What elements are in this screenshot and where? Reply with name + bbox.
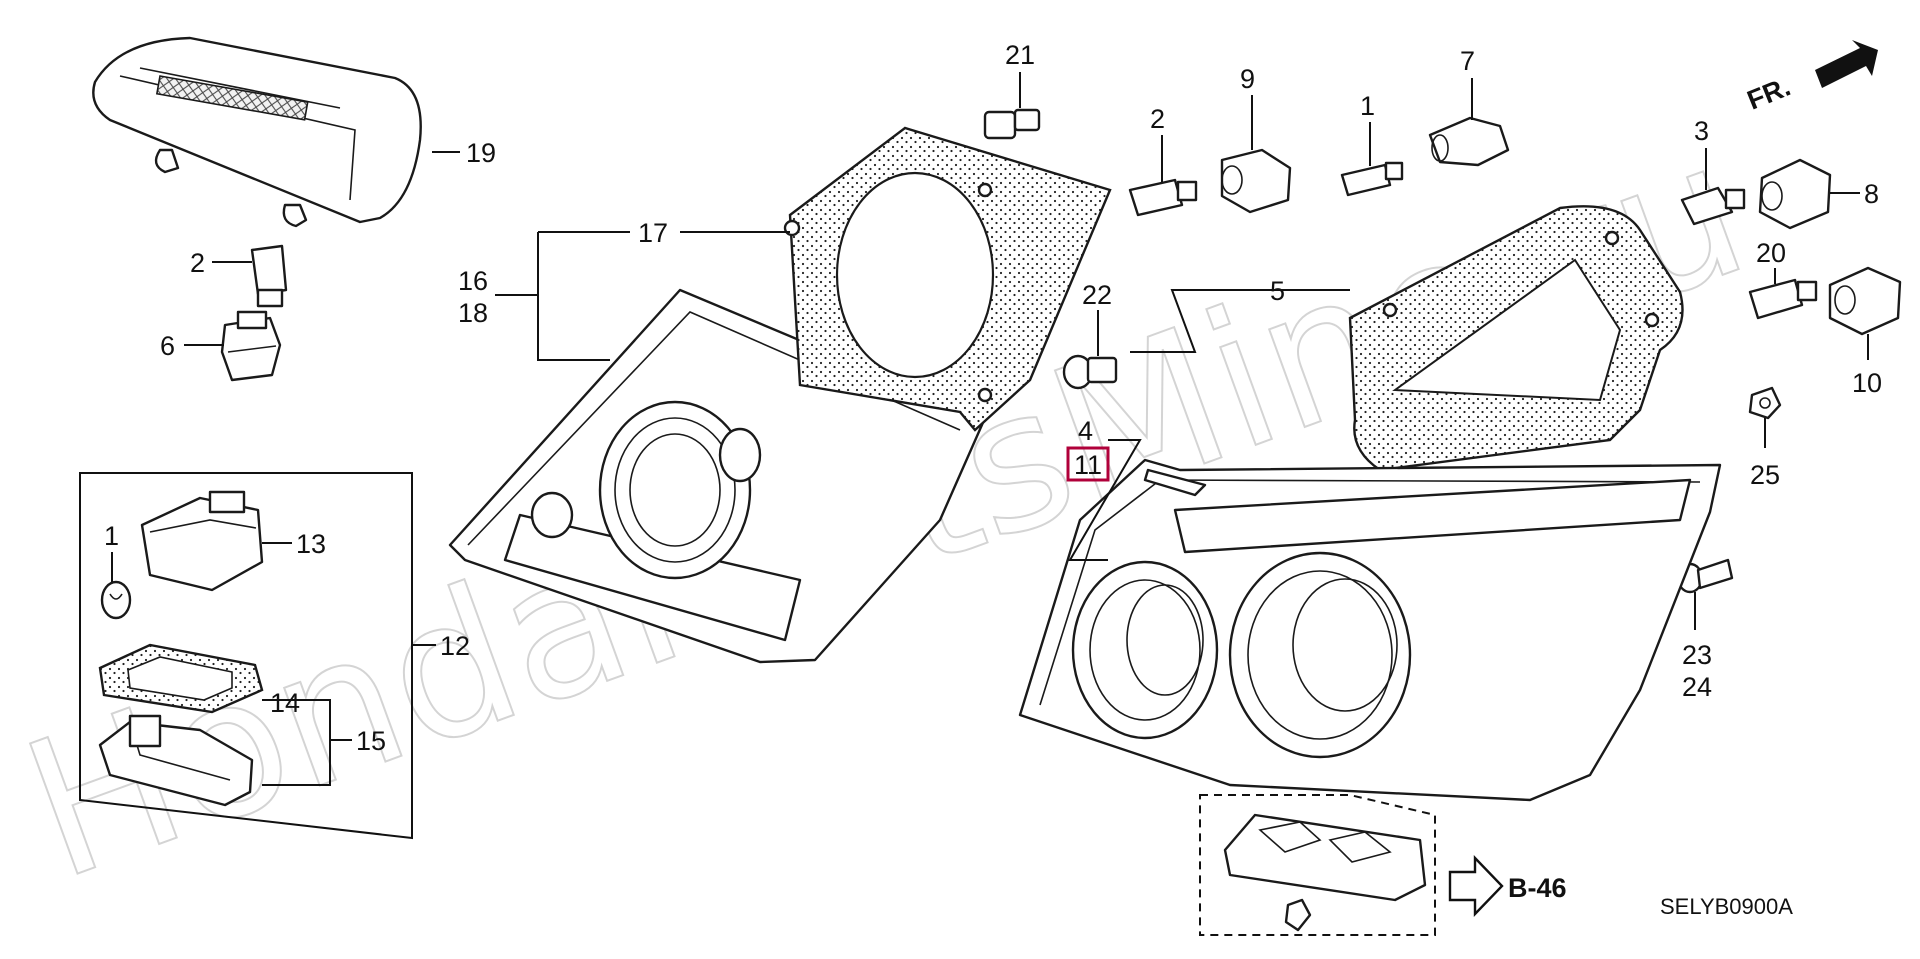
callout-14: 14 — [270, 688, 300, 718]
trunk-lid-gasket-17[interactable] — [783, 126, 1112, 432]
bulb-1-top[interactable] — [1340, 161, 1404, 197]
license-lens-15[interactable] — [98, 714, 254, 807]
socket-9[interactable] — [1220, 148, 1292, 214]
callout-2b: 2 — [1150, 104, 1165, 134]
diagram-code: SELYB0900A — [1660, 894, 1793, 919]
license-gasket-14[interactable] — [98, 643, 264, 714]
socket-8[interactable] — [1758, 158, 1832, 230]
license-light-housing-13[interactable] — [140, 490, 264, 592]
callout-13: 13 — [296, 529, 326, 559]
bulb-2-top[interactable] — [1128, 178, 1198, 217]
callout-17: 17 — [638, 218, 668, 248]
reference-label[interactable]: B-46 — [1508, 873, 1567, 903]
taillight-gasket-5[interactable] — [1348, 205, 1684, 472]
callout-1a: 1 — [1360, 91, 1375, 121]
callout-15: 15 — [356, 726, 386, 756]
callout-16: 16 — [458, 266, 488, 296]
callout-10: 10 — [1852, 368, 1882, 398]
callout-1b: 1 — [104, 521, 119, 551]
reference-box — [1199, 794, 1436, 936]
callout-3: 3 — [1694, 116, 1709, 146]
callout-24: 24 — [1682, 672, 1712, 702]
reference-arrow-icon[interactable] — [1448, 855, 1504, 917]
high-mount-stop-light[interactable] — [92, 36, 422, 228]
callout-18: 18 — [458, 298, 488, 328]
callout-25: 25 — [1750, 460, 1780, 490]
callout-4: 4 — [1078, 416, 1093, 446]
reference-bracket[interactable] — [1223, 813, 1427, 932]
license-light-group-box — [79, 472, 413, 840]
callout-11: 11 — [1074, 450, 1102, 480]
socket-7[interactable] — [1428, 116, 1510, 167]
callout-2a: 2 — [190, 248, 205, 278]
bulb-3[interactable] — [1680, 186, 1746, 226]
callout-5: 5 — [1270, 276, 1285, 306]
callout-19: 19 — [466, 138, 496, 168]
callout-6: 6 — [160, 331, 175, 361]
callout-12: 12 — [440, 631, 470, 661]
socket-10[interactable] — [1828, 266, 1902, 336]
bulb-20[interactable] — [1748, 278, 1818, 320]
callout-20: 20 — [1756, 238, 1786, 268]
direction-label: FR. — [1743, 71, 1795, 115]
highlight-box-11[interactable] — [1066, 446, 1110, 482]
callout-21: 21 — [1005, 40, 1035, 70]
bulb-1-license[interactable] — [100, 580, 132, 620]
callout-23: 23 — [1682, 640, 1712, 670]
front-direction-arrow-icon — [1815, 40, 1878, 88]
clip-21[interactable] — [983, 108, 1041, 140]
bulb-2-left[interactable] — [250, 244, 288, 308]
taillight-assembly[interactable] — [1018, 458, 1722, 802]
callout-22: 22 — [1082, 280, 1112, 310]
callout-8: 8 — [1864, 179, 1879, 209]
callout-9: 9 — [1240, 64, 1255, 94]
socket-6[interactable] — [220, 310, 282, 382]
nut-25[interactable] — [1748, 386, 1782, 420]
nut-22[interactable] — [1062, 354, 1118, 390]
callout-7: 7 — [1460, 46, 1475, 76]
